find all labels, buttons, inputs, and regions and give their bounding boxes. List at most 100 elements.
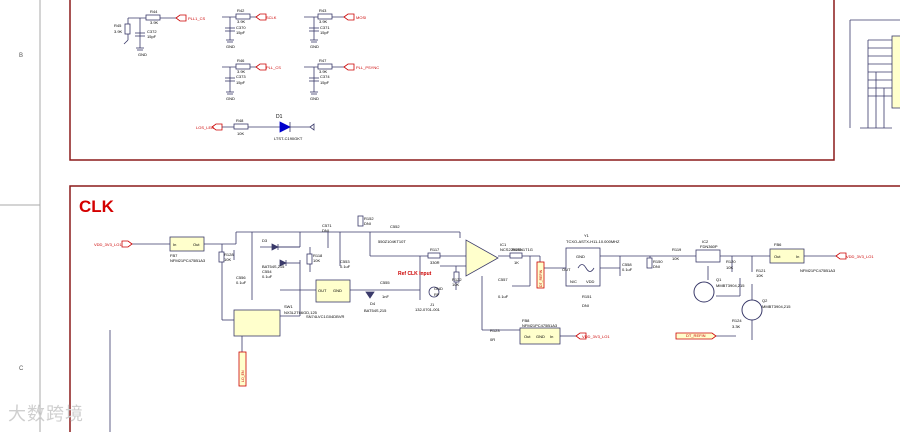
net-flag-vdd-right bbox=[835, 252, 847, 260]
d1-part: LTST-C190GKT bbox=[274, 136, 303, 141]
r118-val: 10K bbox=[313, 258, 320, 263]
inverter-body bbox=[315, 279, 351, 303]
gnd-label-5: GND bbox=[310, 96, 319, 101]
r122-body bbox=[453, 271, 460, 283]
dt-refin-v: DT_REFIN bbox=[539, 269, 543, 287]
fb6-part: NFM21PC475B1A3 bbox=[800, 268, 836, 273]
ic1-triangle bbox=[465, 239, 499, 277]
r121-val: 10K bbox=[756, 273, 763, 278]
c373-val: 15pF bbox=[236, 80, 246, 85]
r124-val: 3.3K bbox=[732, 324, 741, 329]
q2-ref: Q2 bbox=[762, 298, 768, 303]
c557-ref: C557 bbox=[498, 277, 508, 282]
r128-val: 10K bbox=[224, 257, 231, 262]
c373-ref: C373 bbox=[236, 74, 246, 79]
j1-connector bbox=[428, 286, 440, 298]
net-vdd-in: VDD_3V3_LO1 bbox=[94, 242, 122, 247]
c552-val: 550Z104KT10T bbox=[378, 239, 406, 244]
net-flag-pll-psync bbox=[343, 63, 355, 71]
net-los-led: LOS_LED bbox=[196, 125, 214, 130]
c554-ref: C554 bbox=[262, 269, 272, 274]
inverter-part: SN74LVC1G04DBVR bbox=[306, 314, 345, 319]
fb6-in: In bbox=[796, 254, 799, 259]
j1-gnd: GND bbox=[434, 286, 443, 291]
dt-refin-h: DT_REFIN bbox=[686, 333, 706, 338]
lo-en: LO_EN bbox=[241, 370, 245, 382]
fb8-part: NFM21PC475B1A3 bbox=[522, 323, 558, 328]
d4-ref: D4 bbox=[370, 301, 376, 306]
q1-part: MMBT3904,215 bbox=[716, 283, 745, 288]
c374-ref: C374 bbox=[320, 74, 330, 79]
dt-refin-v-box bbox=[536, 261, 545, 289]
r46-val: 3.9K bbox=[237, 69, 246, 74]
r120-val: 10K bbox=[726, 265, 733, 270]
c571-ref: C571 bbox=[322, 223, 332, 228]
r45-val: 3.9K bbox=[114, 29, 123, 34]
inverter-gnd: GND bbox=[333, 288, 342, 293]
y1-ref: Y1 bbox=[584, 233, 590, 238]
r152-ref: R152 bbox=[364, 216, 374, 221]
j1-ref: J1 bbox=[430, 302, 435, 307]
r159-body bbox=[509, 252, 523, 259]
y1-out: OUT bbox=[562, 267, 571, 272]
zone-strip bbox=[0, 0, 41, 432]
ic2-ref: IC2 bbox=[702, 239, 709, 244]
y1-body bbox=[565, 247, 601, 287]
r47-ref: R47 bbox=[319, 58, 327, 63]
net-flag-mosi bbox=[343, 13, 355, 21]
y1-wave bbox=[577, 264, 595, 272]
fb7-body bbox=[169, 236, 205, 252]
net-flag-sclk bbox=[255, 13, 267, 21]
y1-part: TCXO-ASTX-H11-10.000MHZ bbox=[566, 239, 620, 244]
d3-ref: D3 bbox=[262, 238, 268, 243]
j1-part: 132-0701-001 bbox=[415, 307, 441, 312]
fb8-out: Out bbox=[524, 334, 531, 339]
r42-val: 3.9K bbox=[237, 19, 246, 24]
c374-val: 15pF bbox=[320, 80, 330, 85]
top-rc-group-1 bbox=[123, 14, 176, 51]
q2-symbol bbox=[741, 299, 763, 321]
net-vdd-mid: VDD_3V3_LO1 bbox=[582, 334, 610, 339]
r122-val: 10K bbox=[452, 282, 459, 287]
c557-val: 0.1uF bbox=[498, 294, 509, 299]
r152-body bbox=[357, 215, 364, 227]
clk-section-border bbox=[69, 185, 900, 432]
r117-val: 330R bbox=[430, 260, 440, 265]
d3-symbol bbox=[271, 243, 300, 267]
d4-part: BAT54S,215 bbox=[364, 308, 387, 313]
r121-ref: R121 bbox=[756, 268, 766, 273]
j1-rf: RF bbox=[434, 292, 440, 297]
y1-gnd: GND bbox=[576, 254, 585, 259]
c555-val: 1nF bbox=[382, 294, 389, 299]
r47-val: 3.9K bbox=[319, 69, 328, 74]
r42-ref: R42 bbox=[237, 8, 245, 13]
c371-ref: C371 bbox=[320, 25, 330, 30]
fb6-ref: FB6 bbox=[774, 242, 782, 247]
c372-ref: C372 bbox=[147, 29, 157, 34]
c370-val: 15pF bbox=[236, 30, 246, 35]
dt-refin-h-flag bbox=[675, 332, 717, 340]
c553-ref: C553 bbox=[340, 259, 350, 264]
c370-ref: C370 bbox=[236, 25, 246, 30]
q2-part: MMBT3904,215 bbox=[762, 304, 791, 309]
r48-val: 10K bbox=[237, 131, 244, 136]
r122-ref: R122 bbox=[452, 277, 462, 282]
gnd-label-1: GND bbox=[138, 52, 147, 57]
net-flag-pll-cs bbox=[255, 63, 267, 71]
r124-ref: R124 bbox=[732, 318, 742, 323]
r152-val: DNI bbox=[364, 221, 371, 226]
r123-val: 0R bbox=[490, 337, 495, 342]
sw1-ref: SW1 bbox=[284, 304, 293, 309]
y1-vdd: VDD bbox=[586, 279, 595, 284]
top-rc-group-4 bbox=[222, 63, 256, 95]
c555-ref: C555 bbox=[380, 280, 390, 285]
zone-label-b: B bbox=[19, 53, 23, 59]
c558-ref: C558 bbox=[622, 262, 632, 267]
ic2-body bbox=[695, 249, 721, 263]
r43-val: 3.9K bbox=[319, 19, 328, 24]
c558-val: 0.1uF bbox=[622, 267, 633, 272]
r117-body bbox=[427, 252, 441, 259]
c556-ref: C556 bbox=[236, 275, 246, 280]
r45-ref: R45 bbox=[114, 23, 122, 28]
